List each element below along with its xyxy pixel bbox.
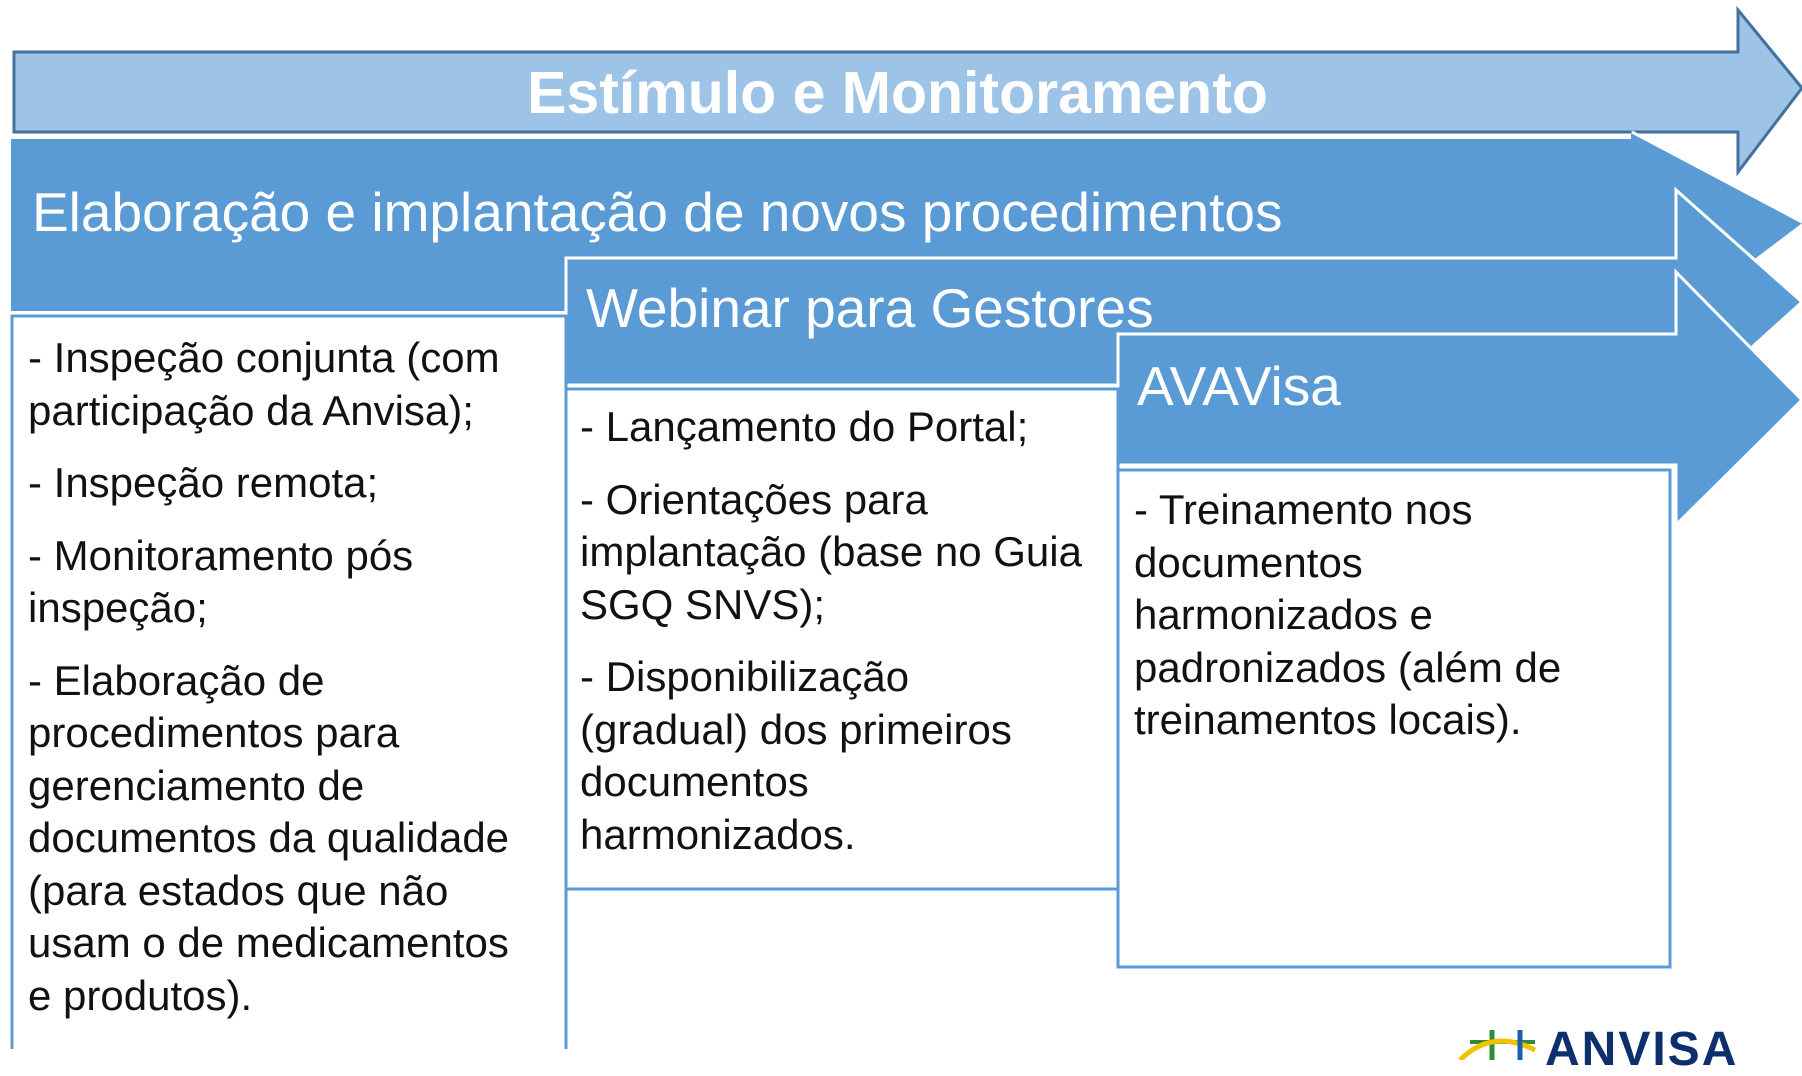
stage-1-content: - Inspeção conjunta (com participação da… bbox=[28, 332, 509, 1042]
stage-1-item: - Elaboração de procedimentos para geren… bbox=[28, 656, 510, 1019]
stage-2-content: - Lançamento do Portal; - Orientações pa… bbox=[580, 401, 1082, 881]
stage-2-item: - Orientações para implantação (base no … bbox=[580, 475, 1082, 628]
banner-title: Estímulo e Monitoramento bbox=[527, 60, 1268, 126]
stage-1-item: - Inspeção remota; bbox=[28, 459, 379, 506]
stage-2-item: - Lançamento do Portal; bbox=[580, 403, 1029, 450]
process-diagram bbox=[10, 5, 1802, 1049]
logo-text: ANVISA bbox=[1545, 1023, 1739, 1076]
stage-2-title: Webinar para Gestores bbox=[586, 277, 1154, 339]
stage-3-arrow bbox=[1116, 268, 1802, 529]
stage-2-box bbox=[564, 387, 1120, 891]
stage-1-title: Elaboração e implantação de novos proced… bbox=[32, 181, 1283, 243]
stage-3-content: - Treinamento nos documentos harmonizado… bbox=[1134, 484, 1561, 767]
stage-3-box bbox=[1116, 468, 1672, 969]
stage-3-title: AVAVisa bbox=[1137, 355, 1341, 417]
banner-arrow bbox=[12, 5, 1802, 177]
stage-1-item: - Inspeção conjunta (com participação da… bbox=[28, 334, 500, 434]
stage-3-item: - Treinamento nos documentos harmonizado… bbox=[1134, 486, 1562, 743]
stage-1-item: - Monitoramento pós inspeção; bbox=[28, 531, 414, 632]
stage-2-item: - Disponibilização (gradual) dos primeir… bbox=[580, 653, 1012, 858]
